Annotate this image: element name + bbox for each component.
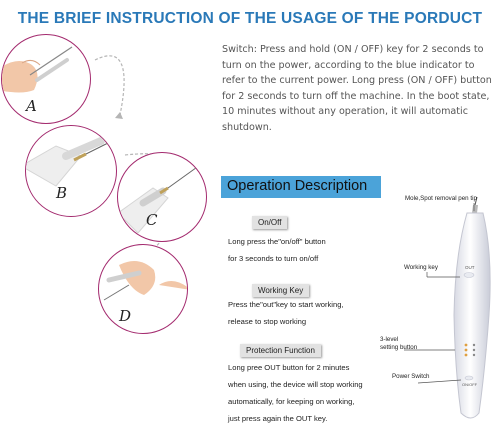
mole-removal-pen-illustration: OUT ON/OFF <box>453 196 491 419</box>
operation-heading: Operation Description <box>227 178 368 194</box>
label-power-switch: Power Switch <box>392 373 430 380</box>
step-a-circle: A <box>1 34 91 124</box>
desc-line: Press the"out"key to start working, <box>228 300 344 309</box>
desc-protection: Long pree OUT button for 2 minutes when … <box>228 359 363 427</box>
desc-line: when using, the device will stop working <box>228 380 363 389</box>
step-letter-c: C <box>146 211 158 229</box>
desc-working-key: Press the"out"key to start working, rele… <box>228 296 344 330</box>
desc-line: automatically, for keeping on working, <box>228 397 355 406</box>
label-setting-line2: setting button <box>380 344 418 351</box>
step-b-circle: B <box>25 125 117 217</box>
pen-needle-illustration <box>118 164 201 234</box>
page-title: THE BRIEF INSTRUCTION OF THE USAGE OF TH… <box>17 10 483 27</box>
tag-on-off: On/Off <box>252 216 288 229</box>
step-d-circle: D <box>98 244 188 334</box>
desc-line: Long pree OUT button for 2 minutes <box>228 363 350 372</box>
label-working-key: Working key <box>404 264 438 271</box>
desc-line: just press again the OUT key. <box>228 414 328 423</box>
out-key-text: OUT <box>465 265 475 270</box>
hand-pen-illustration <box>2 46 73 93</box>
tag-protection: Protection Function <box>240 344 321 357</box>
hand-pen-illustration <box>103 261 187 301</box>
label-setting-button: 3-level setting button <box>380 336 417 352</box>
step-letter-d: D <box>119 307 132 325</box>
desc-line: for 3 seconds to turn on/off <box>228 254 319 263</box>
desc-line: release to stop working <box>228 317 307 326</box>
pen-needle-illustration <box>26 137 113 187</box>
switch-instructions: Switch: Press and hold (ON / OFF) key fo… <box>222 44 492 133</box>
desc-line: Long press the"on/off" button <box>228 237 326 246</box>
desc-on-off: Long press the"on/off" button for 3 seco… <box>228 233 326 267</box>
tag-working-key: Working Key <box>252 284 310 297</box>
operation-header: Operation Description <box>221 176 381 198</box>
step-letter-a: A <box>26 97 37 115</box>
label-setting-line1: 3-level <box>380 336 399 343</box>
step-letter-b: B <box>56 184 68 202</box>
step-c-circle: C <box>117 152 207 242</box>
power-key-text: ON/OFF <box>462 382 478 387</box>
label-pen-tip: Mole,Spot removal pen tip <box>405 195 477 202</box>
